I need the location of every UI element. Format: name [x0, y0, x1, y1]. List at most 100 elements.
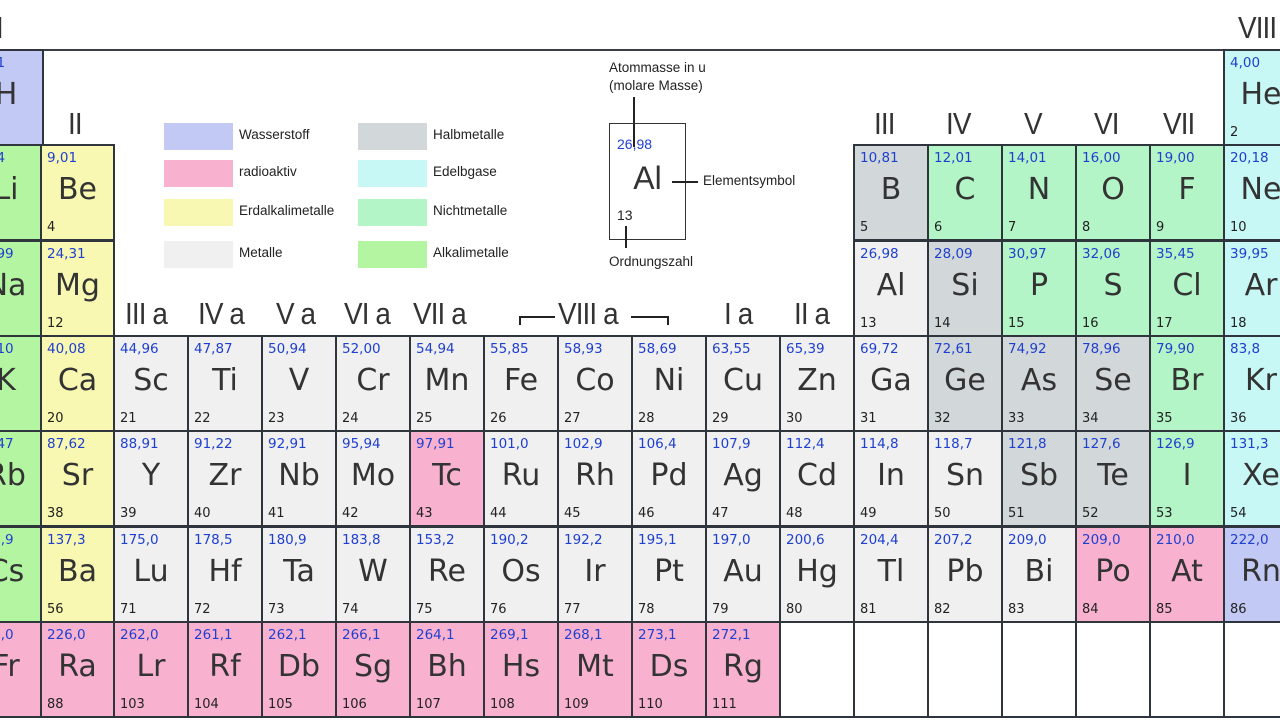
group-header-V: V — [1024, 106, 1043, 141]
element-mass: 58,93 — [564, 341, 603, 357]
element-number: 50 — [934, 506, 951, 521]
legend-label-nonmetal: Nichtmetalle — [433, 203, 508, 218]
element-mass: 200,6 — [786, 532, 825, 548]
element-symbol: Cu — [723, 363, 763, 398]
element-mass: 222,0 — [1230, 532, 1269, 548]
element-mass: 58,69 — [638, 341, 677, 357]
element-symbol: Rb — [0, 458, 26, 493]
element-symbol: V — [288, 363, 310, 398]
bracket-left — [519, 316, 555, 318]
group-header-II: II — [68, 106, 83, 141]
element-mass: 1,01 — [0, 55, 5, 71]
element-symbol: Mo — [350, 458, 396, 493]
element-symbol: Br — [1170, 363, 1204, 398]
element-number: 9 — [1156, 220, 1165, 235]
element-symbol: Rf — [209, 649, 241, 684]
element-symbol: F — [1178, 172, 1196, 207]
element-mass: 39,10 — [0, 341, 14, 357]
element-symbol: Ba — [58, 554, 97, 589]
element-symbol: Cs — [0, 554, 25, 589]
element-mass: 195,1 — [638, 532, 677, 548]
group-header-VI: VI — [1094, 106, 1119, 141]
element-mass: 16,00 — [1082, 150, 1121, 166]
element-cell-Cs: 132,9Cs55 — [0, 526, 44, 623]
element-symbol: Hf — [208, 554, 242, 589]
legend-label-radioactive: radioaktiv — [239, 164, 297, 179]
legend-label-noble: Edelbgase — [433, 164, 497, 179]
bracket-right — [631, 316, 668, 318]
element-mass: 272,1 — [712, 627, 751, 643]
element-symbol: K — [0, 363, 42, 398]
key-mass-label-2: (molare Masse) — [609, 78, 703, 93]
element-number: 81 — [860, 602, 877, 617]
element-mass: 40,08 — [47, 341, 86, 357]
element-number: 18 — [1230, 316, 1247, 331]
element-symbol: Ge — [944, 363, 986, 398]
element-number: 27 — [564, 411, 581, 426]
element-symbol: I — [1182, 458, 1192, 493]
key-mass-pointer — [633, 97, 635, 147]
element-mass: 223,0 — [0, 627, 14, 643]
element-mass: 121,8 — [1008, 436, 1047, 452]
element-number: 51 — [1008, 506, 1025, 521]
element-symbol: Db — [277, 649, 321, 684]
element-symbol: O — [1101, 172, 1125, 207]
element-number: 77 — [564, 602, 581, 617]
element-mass: 4,00 — [1230, 55, 1261, 71]
element-symbol: Ni — [653, 363, 685, 398]
empty-cell — [779, 621, 855, 718]
subgroup-header-VIIa: VII a — [413, 296, 467, 331]
group-header-I: I — [0, 10, 4, 46]
element-number: 35 — [1156, 411, 1173, 426]
key-example-symbol: Al — [633, 160, 662, 196]
element-number: 103 — [120, 697, 145, 712]
element-mass: 269,1 — [490, 627, 529, 643]
element-symbol: He — [1240, 77, 1280, 112]
element-symbol: Kr — [1244, 363, 1277, 398]
element-number: 15 — [1008, 316, 1025, 331]
element-symbol: Mn — [424, 363, 470, 398]
empty-cell — [927, 621, 1003, 718]
element-symbol: In — [877, 458, 905, 493]
element-symbol: Rn — [1241, 554, 1280, 589]
element-mass: 92,91 — [268, 436, 307, 452]
element-symbol: At — [1171, 554, 1203, 589]
legend-swatch-noble — [358, 160, 427, 187]
element-number: 26 — [490, 411, 507, 426]
element-mass: 262,0 — [120, 627, 159, 643]
element-symbol: Au — [723, 554, 763, 589]
element-mass: 190,2 — [490, 532, 529, 548]
key-example-number: 13 — [617, 207, 633, 223]
element-number: 54 — [1230, 506, 1247, 521]
element-mass: 126,9 — [1156, 436, 1195, 452]
element-symbol: Lu — [133, 554, 169, 589]
element-number: 72 — [194, 602, 211, 617]
element-symbol: Os — [501, 554, 541, 589]
element-number: 109 — [564, 697, 589, 712]
element-mass: 88,91 — [120, 436, 159, 452]
element-mass: 204,4 — [860, 532, 899, 548]
element-number: 24 — [342, 411, 359, 426]
element-symbol: Fr — [0, 649, 20, 684]
element-symbol: Te — [1097, 458, 1129, 493]
element-number: 56 — [47, 602, 64, 617]
element-symbol: Si — [951, 268, 979, 303]
element-mass: 30,97 — [1008, 246, 1047, 262]
empty-cell — [1223, 621, 1280, 718]
legend-swatch-alkali — [358, 241, 427, 268]
